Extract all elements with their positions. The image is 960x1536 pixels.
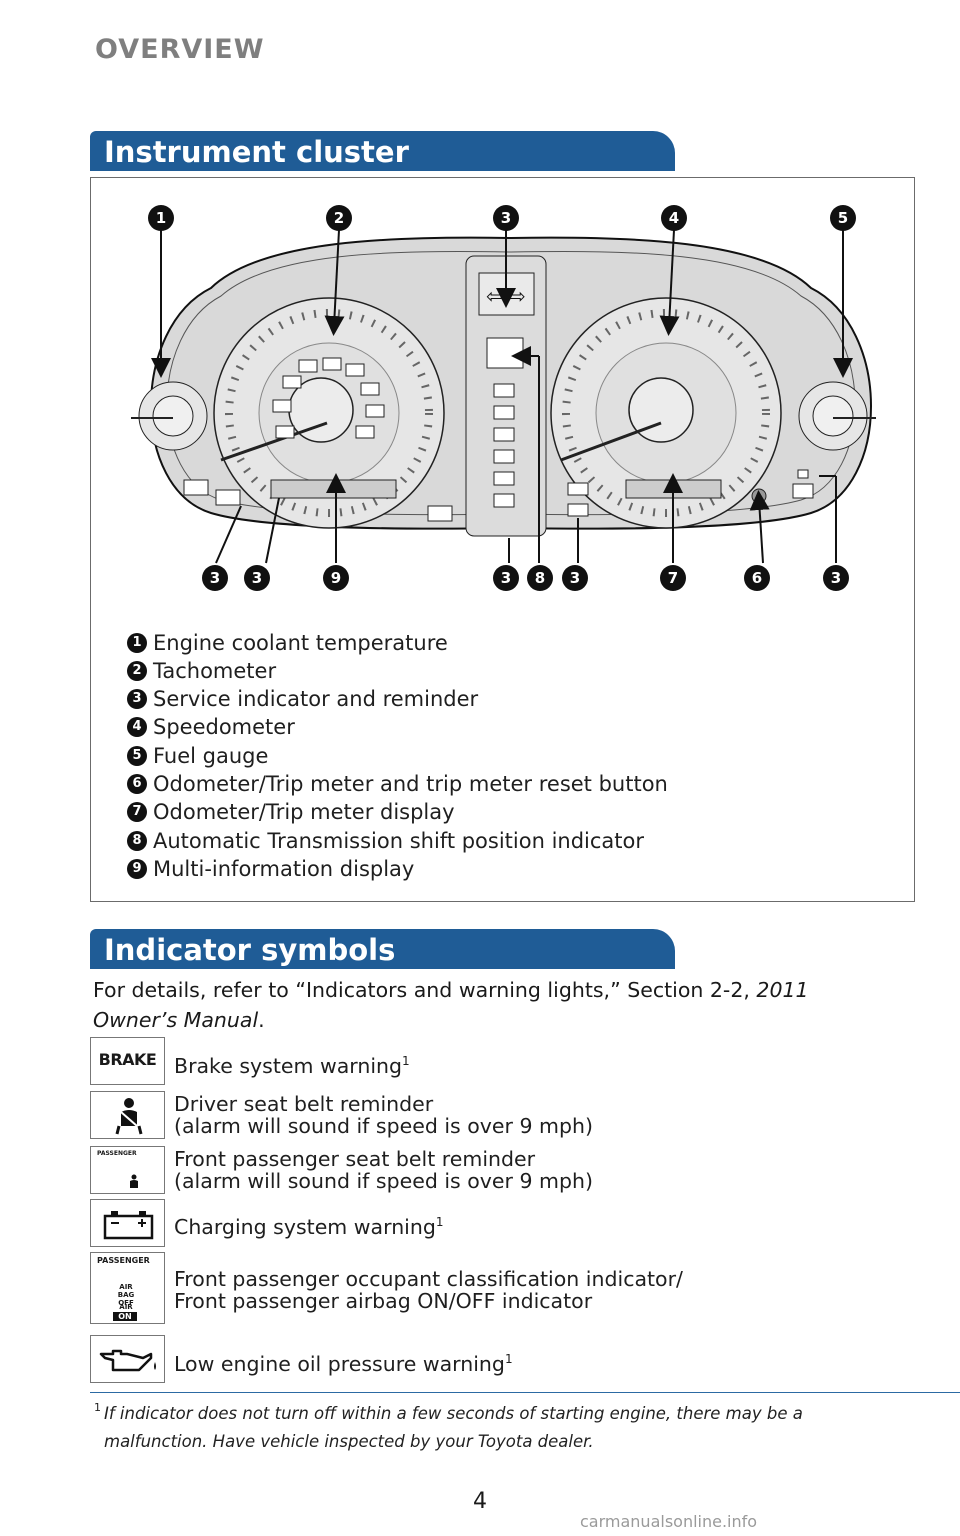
brake-warning-icon: BRAKE <box>90 1037 165 1085</box>
watermark: carmanualsonline.info <box>580 1512 758 1531</box>
instrument-cluster-heading: Instrument cluster <box>90 131 675 171</box>
svg-text:3: 3 <box>252 569 262 587</box>
svg-text:3: 3 <box>501 569 511 587</box>
instrument-cluster-diagram: ⇦ ⇨ 1 2 3 4 5 3 3 9 3 8 <box>131 205 876 591</box>
callout-bottom-3a: 3 <box>202 565 228 591</box>
svg-text:3: 3 <box>501 209 511 227</box>
callout-bottom-7: 7 <box>660 565 686 591</box>
tachometer-gauge <box>183 297 453 529</box>
callout-bottom-6: 6 <box>744 565 770 591</box>
svg-text:9: 9 <box>331 569 341 587</box>
coolant-temp-gauge <box>131 381 208 451</box>
indicator-label: Charging system warning1 <box>174 1214 444 1239</box>
svg-text:4: 4 <box>669 209 679 227</box>
indicator-label: Front passenger occupant classification … <box>174 1267 683 1313</box>
callout-bottom-8: 8 <box>527 565 553 591</box>
indicator-label: Front passenger seat belt reminder(alarm… <box>174 1147 594 1193</box>
callout-top-4: 4 <box>661 205 687 231</box>
instrument-cluster-panel <box>90 177 915 902</box>
footnote-divider <box>90 1392 960 1393</box>
callout-bottom-3c: 3 <box>493 565 519 591</box>
battery-icon <box>90 1199 165 1247</box>
svg-text:7: 7 <box>668 569 678 587</box>
callout-bottom-3d: 3 <box>562 565 588 591</box>
svg-text:6: 6 <box>752 569 762 587</box>
callout-top-1: 1 <box>148 205 174 231</box>
indicator-label: Low engine oil pressure warning1 <box>174 1351 513 1376</box>
callout-top-3: 3 <box>493 205 519 231</box>
section-title: OVERVIEW <box>95 34 265 65</box>
center-indicator-column: ⇦ ⇨ <box>465 255 547 537</box>
svg-text:8: 8 <box>535 569 545 587</box>
callout-bottom-9: 9 <box>323 565 349 591</box>
indicator-symbols-heading: Indicator symbols <box>90 929 675 969</box>
svg-text:3: 3 <box>210 569 220 587</box>
passenger-airbag-icon: PASSENGER AIR BAG OFF AIR BAG ON <box>90 1252 165 1324</box>
svg-text:1: 1 <box>156 209 166 227</box>
driver-seatbelt-icon <box>90 1091 165 1139</box>
indicator-label: Driver seat belt reminder(alarm will sou… <box>174 1092 594 1138</box>
details-reference: For details, refer to “Indicators and wa… <box>93 978 809 1032</box>
callout-top-2: 2 <box>326 205 352 231</box>
svg-text:2: 2 <box>334 209 344 227</box>
callout-bottom-3e: 3 <box>823 565 849 591</box>
svg-text:3: 3 <box>831 569 841 587</box>
passenger-seatbelt-icon: PASSENGER <box>90 1146 165 1194</box>
page-number: 4 <box>473 1489 487 1514</box>
svg-text:5: 5 <box>838 209 848 227</box>
callout-top-5: 5 <box>830 205 856 231</box>
svg-text:3: 3 <box>570 569 580 587</box>
oil-pressure-icon <box>90 1335 165 1383</box>
callout-bottom-3b: 3 <box>244 565 270 591</box>
indicator-label: Brake system warning1 <box>174 1053 410 1078</box>
fuel-gauge <box>798 381 876 451</box>
